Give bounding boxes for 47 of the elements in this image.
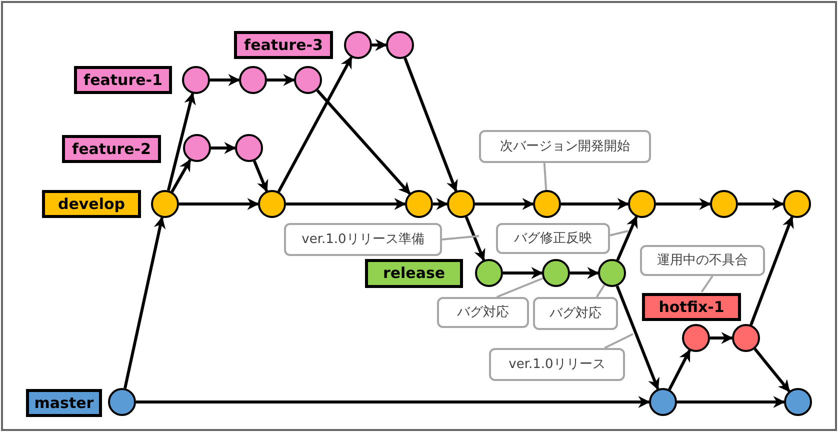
arrow <box>677 396 786 408</box>
arrow <box>211 142 236 154</box>
arrow <box>136 396 650 408</box>
branch-label: hotfix-1 <box>642 293 741 321</box>
arrow <box>656 198 712 210</box>
arrow <box>286 198 406 210</box>
callout-bubble: 運用中の不具合 <box>640 245 765 276</box>
branch-label: feature-2 <box>62 135 161 163</box>
leader-line <box>596 284 606 298</box>
leader-line <box>700 275 714 293</box>
callout-bubble: バグ対応 <box>437 297 529 328</box>
callout-bubble: ver.1.0リリース <box>489 348 625 381</box>
callout-bubble: 次バージョン開発開始 <box>479 130 651 163</box>
arrow <box>570 267 600 279</box>
callout-bubble: バグ対応 <box>533 297 618 330</box>
arrow <box>267 74 296 86</box>
arrow <box>252 160 268 192</box>
arrow <box>372 39 388 51</box>
arrow <box>316 89 411 195</box>
callout-bubble: バグ修正反映 <box>496 223 610 254</box>
leader-line <box>496 277 544 298</box>
arrow <box>561 198 630 210</box>
arrow <box>179 198 260 210</box>
arrow <box>124 216 166 389</box>
branch-label: master <box>26 389 102 417</box>
leader-line <box>442 235 480 240</box>
arrow <box>503 267 544 279</box>
arrow <box>750 216 794 326</box>
branch-label: release <box>365 259 463 288</box>
branch-label: develop <box>42 190 141 218</box>
callout-bubble: ver.1.0リリース準備 <box>284 223 442 256</box>
leader-line <box>543 162 548 190</box>
leader-line <box>610 230 628 236</box>
arrow <box>170 159 192 193</box>
arrow <box>404 58 458 192</box>
arrow <box>616 285 660 390</box>
arrow <box>710 332 734 344</box>
arrow <box>616 216 638 261</box>
branch-label: feature-1 <box>74 66 172 94</box>
arrow <box>738 198 784 210</box>
arrow <box>166 92 196 191</box>
arrow <box>210 74 240 86</box>
arrow <box>464 216 486 262</box>
arrow <box>475 198 534 210</box>
branch-label: feature-3 <box>234 31 333 59</box>
arrow <box>433 198 448 210</box>
arrow <box>754 348 790 392</box>
